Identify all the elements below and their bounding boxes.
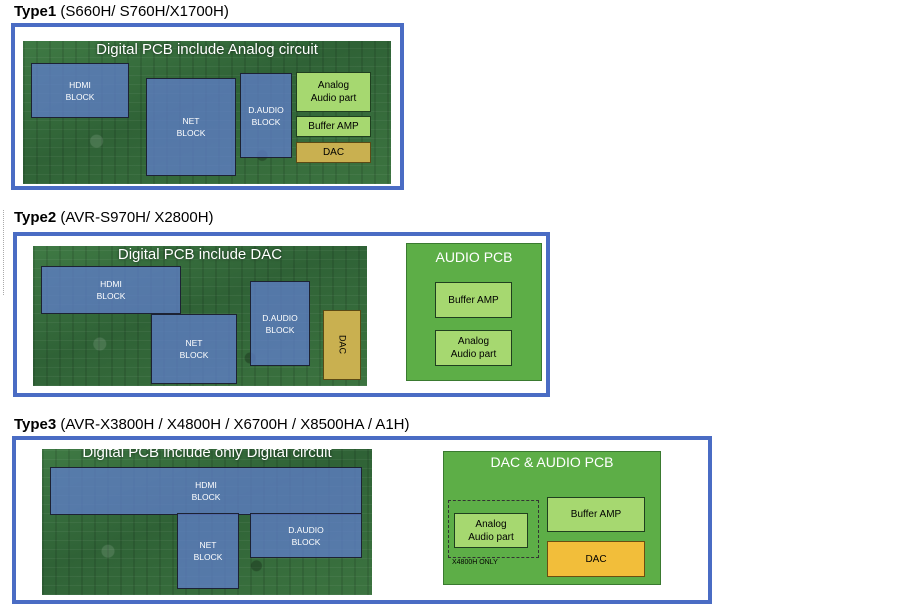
type2-daudio-label: D.AUDIO BLOCK [262, 312, 298, 335]
type3-dac-label: DAC [585, 553, 607, 565]
type3-analog-audio-part: Analog Audio part [454, 513, 528, 548]
type2-buffer-amp: Buffer AMP [435, 282, 512, 318]
type3-audio-pcb-title: DAC & AUDIO PCB [490, 454, 614, 470]
type3-daudio-label: D.AUDIO BLOCK [288, 524, 324, 547]
type2-frame [13, 232, 550, 397]
type1-dac: DAC [296, 142, 371, 163]
type3-daudio-block: D.AUDIO BLOCK [250, 513, 362, 558]
type2-label: Type2 [14, 209, 57, 226]
type3-dac-audio-pcb: DAC & AUDIO PCB Analog Audio part X4800H… [443, 451, 661, 585]
type1-pcb-title: Digital PCB include Analog circuit [96, 41, 318, 58]
type2-audio-pcb-title: AUDIO PCB [435, 249, 513, 265]
type1-buffer-amp-label: Buffer AMP [308, 121, 359, 132]
left-dotted-marker [3, 210, 5, 295]
type3-title: Type3 (AVR-X3800H / X4800H / X6700H / X8… [14, 416, 410, 433]
type2-hdmi-block: HDMI BLOCK [41, 266, 181, 314]
type2-audio-pcb: AUDIO PCB Buffer AMP Analog Audio part [406, 243, 542, 381]
type1-analog-audio-label: Analog Audio part [310, 80, 357, 104]
type3-net-block: NET BLOCK [177, 513, 239, 589]
type2-hdmi-label: HDMI BLOCK [96, 279, 126, 301]
type3-pcb-title: Digital PCB include only Digital circuit [82, 449, 332, 461]
type1-hdmi-block: HDMI BLOCK [31, 63, 129, 118]
type2-digital-pcb: Digital PCB include DAC HDMI BLOCK NET B… [33, 246, 367, 386]
type1-frame [11, 23, 404, 190]
type1-title: Type1 (S660H/ S760H/X1700H) [14, 3, 229, 20]
type1-dac-label: DAC [322, 147, 345, 158]
type2-buffer-amp-label: Buffer AMP [448, 294, 499, 306]
type1-digital-pcb: Digital PCB include Analog circuit HDMI … [23, 41, 391, 184]
type1-models: (S660H/ S760H/X1700H) [56, 3, 229, 20]
type3-label: Type3 [14, 416, 57, 433]
type1-net-block: NET BLOCK [146, 78, 236, 176]
type3-hdmi-block: HDMI BLOCK [50, 467, 362, 515]
type3-digital-pcb: Digital PCB include only Digital circuit… [42, 449, 372, 595]
type3-frame [12, 436, 712, 604]
type3-buffer-amp: Buffer AMP [547, 497, 645, 532]
type1-daudio-label: D.AUDIO BLOCK [248, 104, 284, 127]
type3-buffer-amp-label: Buffer AMP [570, 509, 622, 520]
type2-analog-audio-label: Analog Audio part [450, 336, 497, 360]
type2-net-label: NET BLOCK [179, 338, 209, 360]
type2-dac: DAC [323, 310, 361, 380]
type2-daudio-block: D.AUDIO BLOCK [250, 281, 310, 366]
type3-net-label: NET BLOCK [193, 540, 223, 562]
type2-analog-audio-part: Analog Audio part [435, 330, 512, 366]
type1-daudio-block: D.AUDIO BLOCK [240, 73, 292, 158]
type3-hdmi-label: HDMI BLOCK [191, 480, 221, 502]
type1-net-label: NET BLOCK [176, 116, 206, 138]
type3-models: (AVR-X3800H / X4800H / X6700H / X8500HA … [56, 416, 410, 433]
type2-title: Type2 (AVR-S970H/ X2800H) [14, 209, 214, 226]
type3-x4800h-only-note: X4800H ONLY [452, 559, 498, 566]
type2-net-block: NET BLOCK [151, 314, 237, 384]
type3-analog-audio-label: Analog Audio part [468, 518, 514, 543]
type1-label: Type1 [14, 3, 57, 20]
type2-models: (AVR-S970H/ X2800H) [56, 209, 214, 226]
type3-dac: DAC [547, 541, 645, 577]
type2-pcb-title: Digital PCB include DAC [117, 246, 283, 263]
type1-analog-audio-part: Analog Audio part [296, 72, 371, 112]
type1-buffer-amp: Buffer AMP [296, 116, 371, 137]
type1-hdmi-label: HDMI BLOCK [65, 79, 95, 102]
type3-x4800h-dashed-region [448, 500, 539, 558]
type2-dac-label: DAC [337, 335, 348, 355]
